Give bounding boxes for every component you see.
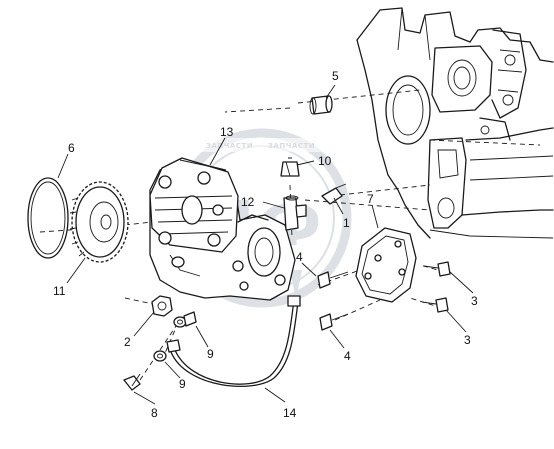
watermark-text-right: ЗАПЧАСТИ	[268, 142, 315, 150]
part-13-pump-assembly	[149, 157, 296, 301]
callout-6: 6	[68, 141, 75, 155]
part-5-dowel-pin	[309, 95, 333, 115]
callout-3-upper: 3	[471, 294, 478, 308]
callout-8: 8	[151, 406, 158, 420]
callout-1: 1	[343, 216, 350, 230]
callout-5: 5	[332, 69, 339, 83]
callout-11: 11	[53, 284, 66, 298]
part-2-nut	[151, 295, 173, 317]
callout-4-lower: 4	[344, 349, 351, 363]
part-9-washer-lower	[153, 350, 167, 362]
watermark-text-left: ЗАПЧАСТИ	[206, 142, 253, 150]
part-11-drive-gear	[69, 181, 129, 263]
leader-lines	[57, 84, 474, 405]
part-14-oil-line	[166, 295, 301, 388]
callout-10: 10	[318, 154, 332, 168]
part-3-bolt-lower	[421, 297, 449, 313]
part-8-bolt	[123, 373, 141, 391]
part-10-fitting	[280, 157, 300, 177]
callout-12: 12	[241, 195, 255, 209]
callout-2: 2	[124, 335, 131, 349]
callout-3-lower: 3	[464, 333, 471, 347]
callout-9-upper: 9	[207, 347, 214, 361]
part-1-fitting	[321, 183, 347, 205]
callout-4-upper: 4	[296, 250, 303, 264]
part-7-cover-plate	[355, 227, 417, 303]
part-12-tee-fitting	[283, 195, 307, 231]
callout-14: 14	[283, 406, 297, 420]
part-3-bolt-upper	[423, 261, 451, 277]
callout-labels: 5 6 11 13 10 12 1 7 4 3 3 4 2 9 9 8 14	[53, 69, 478, 420]
part-6-o-ring	[27, 177, 69, 259]
callout-7: 7	[367, 192, 374, 206]
part-4-bolt-upper	[317, 271, 349, 289]
callout-9-lower: 9	[179, 377, 186, 391]
engine-block	[356, 7, 554, 239]
callout-13: 13	[220, 125, 234, 139]
part-4-bolt-lower	[319, 313, 349, 331]
part-9-washer-upper	[173, 311, 197, 328]
